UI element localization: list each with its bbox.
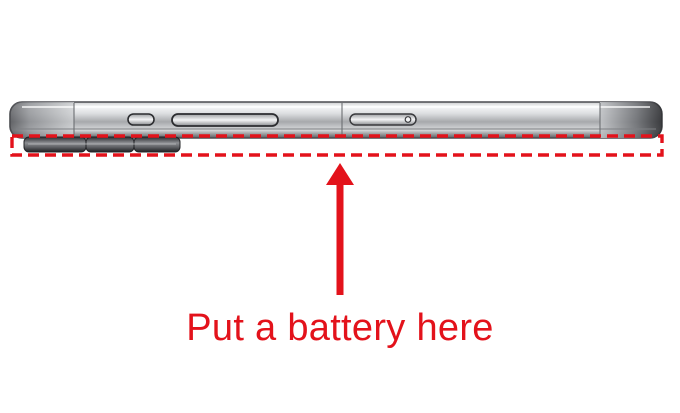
sim-tray-icon [349,113,417,126]
arrow-up-icon [326,163,354,295]
volume-button-icon [171,113,279,127]
battery-caption: Put a battery here [186,307,494,349]
action-button-icon [127,113,155,126]
camera-bump-icon [23,136,181,153]
phone-side-icon [9,101,663,139]
battery-area-outline [10,134,664,157]
sim-eject-hole-icon [404,116,412,123]
